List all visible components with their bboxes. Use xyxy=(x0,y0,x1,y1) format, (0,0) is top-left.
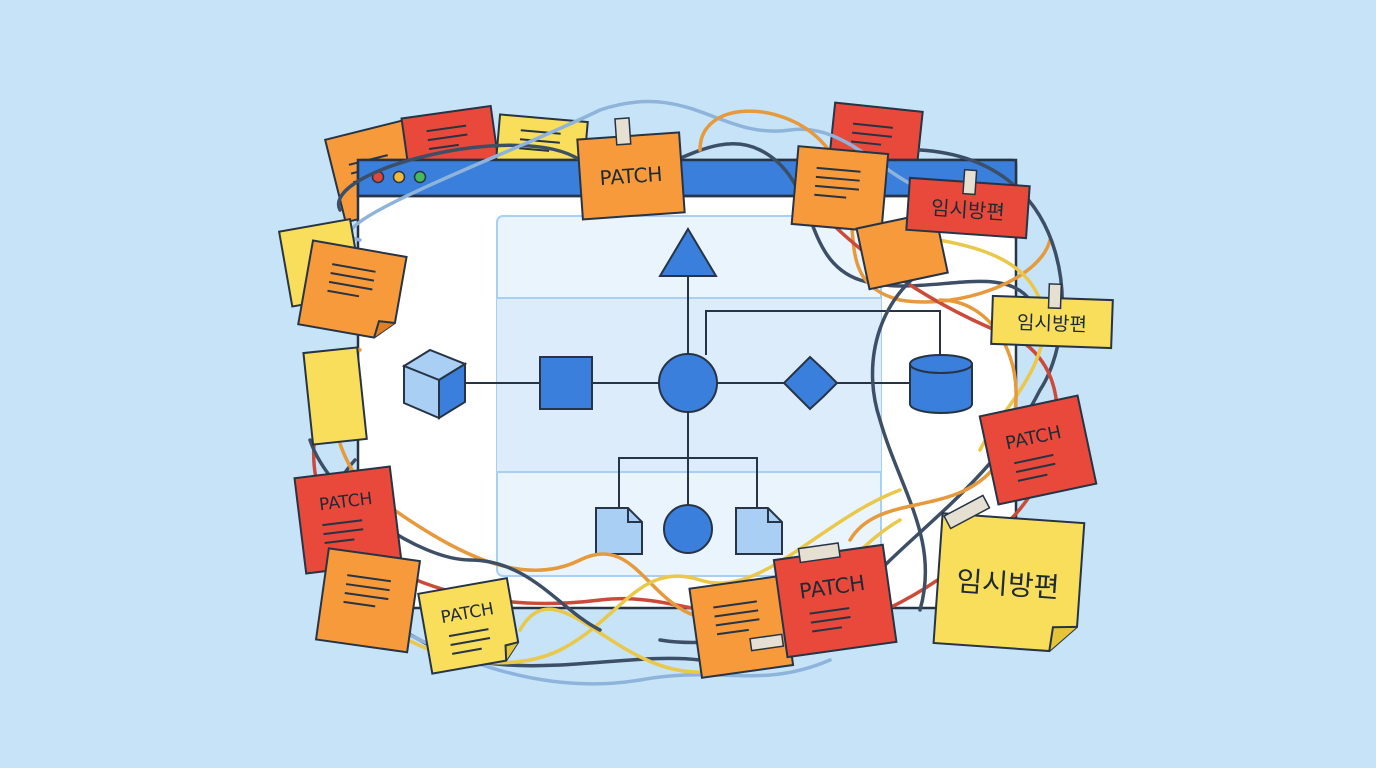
maximize-dot-icon[interactable] xyxy=(413,170,427,184)
minimize-dot-icon[interactable] xyxy=(392,170,406,184)
triangle-node xyxy=(658,227,718,277)
sticky-note-temp-big: 임시방편 xyxy=(932,494,1086,653)
circle-node-center xyxy=(658,353,718,413)
temp-right-label: 임시방편 xyxy=(1017,312,1088,336)
document-node-right xyxy=(735,507,783,555)
sticky-note-temp-right: 임시방편 xyxy=(990,283,1114,350)
square-node xyxy=(539,356,593,410)
sticky-note-orange-bottom-left xyxy=(314,547,422,654)
sticky-note-temp-top-right: 임시방편 xyxy=(905,168,1031,240)
hexagon-node xyxy=(782,355,839,411)
temp-top-right-label: 임시방편 xyxy=(930,195,1005,224)
sticky-note-patch-left: PATCH xyxy=(293,465,403,575)
patch-top-label: PATCH xyxy=(599,162,663,190)
sticky-note-patch-right: PATCH xyxy=(978,394,1098,506)
sticky-note-yellow-left-mid xyxy=(302,346,368,446)
sticky-note-orange-left xyxy=(297,239,408,339)
circle-node-bottom xyxy=(663,504,713,554)
temp-big-label: 임시방편 xyxy=(955,564,1060,604)
diagram-nodes xyxy=(401,227,973,555)
sticky-note-patch-bottom-left: PATCH xyxy=(417,577,520,675)
sticky-note-patch-bottom-center: PATCH xyxy=(772,542,898,659)
sticky-note-patch-top: PATCH xyxy=(576,117,686,221)
cylinder-node xyxy=(909,354,973,414)
sticky-note-orange-top-right xyxy=(790,145,890,233)
window-titlebar xyxy=(356,158,1018,198)
document-node-left xyxy=(595,507,643,555)
cube-node xyxy=(401,348,468,420)
